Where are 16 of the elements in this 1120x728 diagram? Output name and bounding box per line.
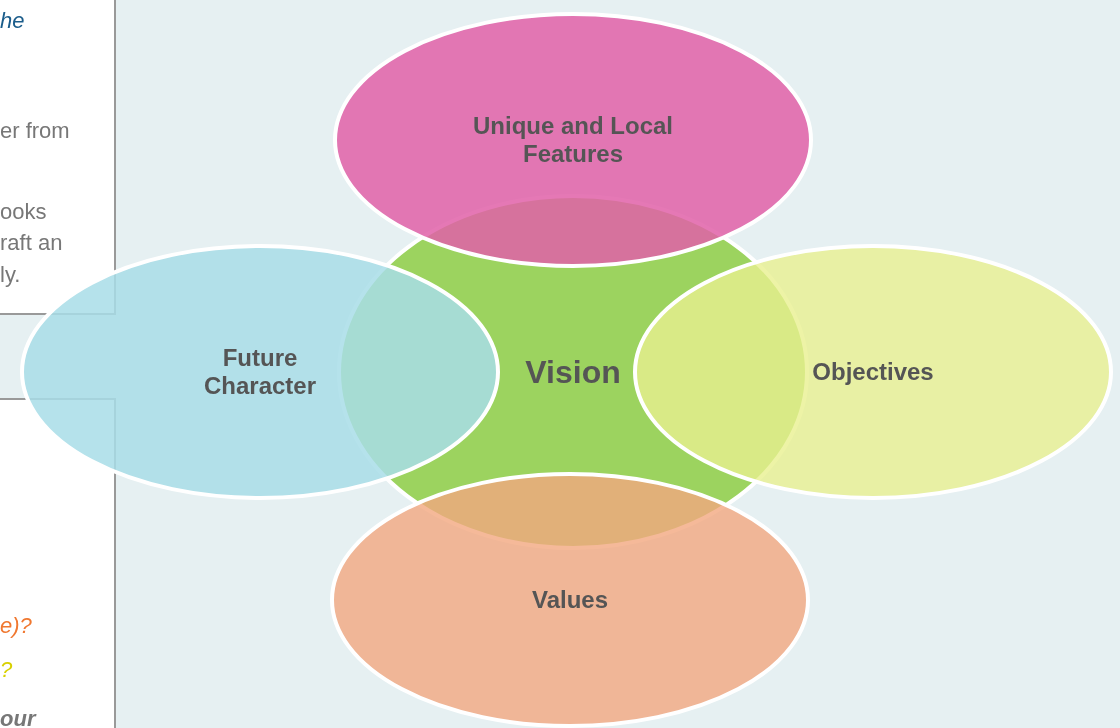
text-fragment: ? (0, 657, 13, 683)
text-fragment: raft an (0, 230, 63, 256)
ellipse-label: Future Character (202, 344, 318, 400)
text-fragment: ly. (0, 262, 21, 288)
ellipse (633, 244, 1113, 500)
ellipse-label: Values (530, 586, 610, 614)
ellipse-label: Objectives (811, 358, 935, 386)
ellipse (333, 12, 813, 268)
ellipse-label: Unique and Local Features (472, 112, 674, 168)
text-fragment: er from (0, 118, 70, 144)
text-fragment: he (0, 8, 25, 34)
text-fragment: ooks (0, 199, 47, 225)
ellipse (330, 472, 810, 728)
ellipse-label: Vision (524, 354, 622, 390)
text-fragment: e)? (0, 613, 32, 639)
text-fragment: our (0, 706, 36, 728)
